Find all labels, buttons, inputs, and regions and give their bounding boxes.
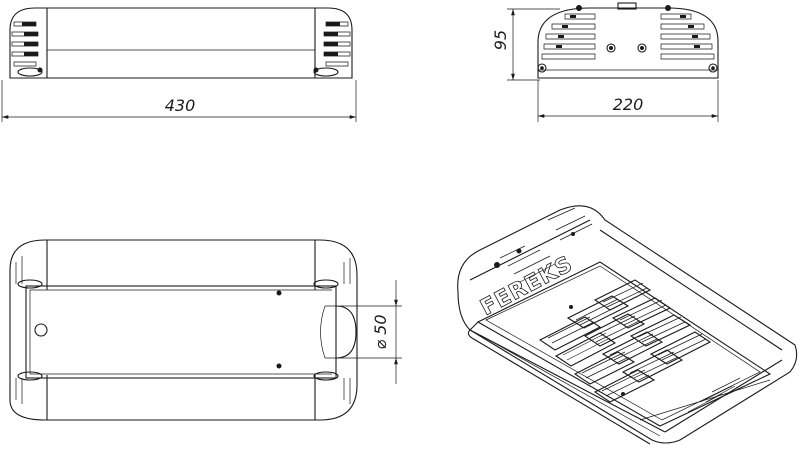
end-view: [537, 2, 719, 79]
height-label: 95: [491, 30, 510, 50]
dimension-length: 430: [1, 80, 357, 122]
end-fins-left: [541, 13, 596, 60]
width-label: 220: [613, 95, 644, 114]
led-modules: [538, 279, 712, 403]
dimension-width: 220: [537, 80, 719, 122]
length-label: 430: [165, 96, 196, 115]
plan-view: [9, 239, 358, 421]
brand-text: FEREKS: [477, 252, 578, 321]
dimension-diameter: ⌀ 50: [340, 280, 402, 384]
iso-fins: [499, 207, 741, 413]
isometric-view: FEREKS: [457, 205, 798, 445]
plan-fins-left: [15, 256, 43, 404]
end-fins-right: [660, 13, 715, 60]
cooling-fins-left: [11, 21, 39, 67]
cooling-fins-right: [323, 21, 351, 67]
dimension-height: 95: [491, 8, 560, 81]
diameter-label: ⌀ 50: [371, 314, 390, 349]
side-view: [9, 7, 353, 79]
plan-fins-right: [313, 258, 351, 404]
